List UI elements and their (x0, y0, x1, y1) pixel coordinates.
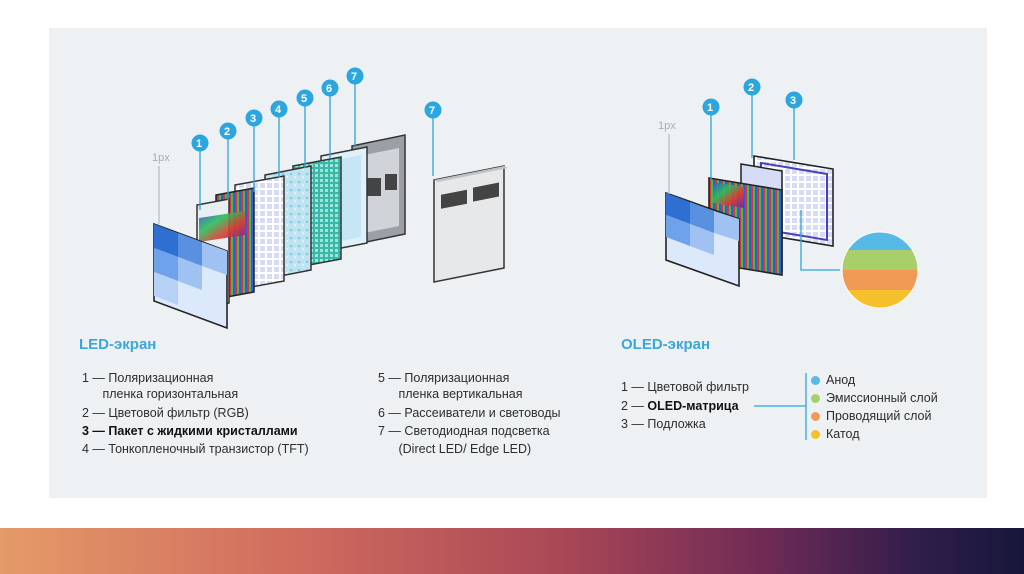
led-item-text: пленка вертикальная (398, 387, 523, 401)
diagram-card: LED-экран 1px 1 2 3 4 5 6 7 7 1 — Поляри… (49, 28, 987, 498)
led-number-4: 4 (275, 104, 282, 116)
legend-bracket (754, 373, 807, 440)
led-item-7-cont: (Direct LED/ Edge LED) (378, 441, 531, 457)
oled-item-2: 2 — OLED-матрица (621, 398, 739, 414)
led-item-text: Тонкопленочный транзистор (TFT) (108, 442, 309, 456)
led-item-text: Поляризационная (108, 371, 214, 385)
oled-item-num: 2 — (621, 399, 644, 413)
led-item-2: 2 — Цветовой фильтр (RGB) (82, 405, 249, 421)
led-item-7: 7 — Светодиодная подсветка (378, 423, 550, 439)
led-item-text: Светодиодная подсветка (404, 424, 550, 438)
legend-label-anode: Анод (826, 373, 856, 387)
oled-item-3: 3 — Подложка (621, 416, 706, 432)
led-item-num: 6 — (378, 406, 401, 420)
oled-item-text: OLED-матрица (647, 399, 739, 413)
led-item-num: 4 — (82, 442, 105, 456)
led-item-5: 5 — Поляризационная (378, 370, 509, 386)
led-item-1: 1 — Поляризационная (82, 370, 213, 386)
led-item-text: Пакет с жидкими кристаллами (108, 424, 298, 438)
led-number-2: 2 (224, 126, 231, 138)
led-number-3: 3 (250, 113, 257, 125)
bottom-gradient-bar (0, 528, 1024, 574)
oled-number-3: 3 (790, 95, 797, 107)
oled-item-1: 1 — Цветовой фильтр (621, 379, 749, 395)
led-number-7b: 7 (429, 105, 436, 117)
led-item-num: 2 — (82, 406, 105, 420)
led-callout-dots (191, 67, 442, 152)
oled-number-1: 1 (707, 102, 714, 114)
led-number-1: 1 (196, 138, 203, 150)
led-item-num: 7 — (378, 424, 401, 438)
oled-item-text: Подложка (647, 417, 706, 431)
led-item-5-cont: пленка вертикальная (378, 386, 523, 402)
led-item-text: Рассеиватели и световоды (404, 406, 561, 420)
led-item-3: 3 — Пакет с жидкими кристаллами (82, 423, 298, 439)
led-item-1-cont: пленка горизонтальная (82, 386, 238, 402)
led-front-pixel-screen (153, 222, 228, 330)
oled-number-2: 2 (748, 82, 755, 94)
led-layer-led-panel (351, 134, 406, 246)
oled-item-num: 3 — (621, 417, 644, 431)
led-item-4: 4 — Тонкопленочный транзистор (TFT) (82, 441, 309, 457)
oled-callouts (668, 94, 840, 271)
oled-front-pixel-screen (665, 191, 740, 288)
led-item-text: (Direct LED/ Edge LED) (398, 442, 532, 456)
legend-label-emissive: Эмиссионный слой (826, 391, 938, 405)
led-callouts (158, 83, 434, 224)
oled-item-num: 1 — (621, 380, 644, 394)
led-number-6: 6 (326, 83, 333, 95)
led-heading: LED-экран (79, 336, 157, 353)
led-layer-backlight-box (433, 165, 508, 283)
oled-heading: OLED-экран (621, 336, 711, 353)
led-px-label: 1px (152, 152, 170, 164)
led-item-text: Поляризационная (404, 371, 510, 385)
legend-dot-emissive (811, 394, 820, 403)
led-item-text: пленка горизонтальная (102, 387, 239, 401)
led-item-text: Цветовой фильтр (RGB) (108, 406, 249, 420)
legend-label-conductive: Проводящий слой (826, 409, 932, 423)
led-item-num: 5 — (378, 371, 401, 385)
led-item-num: 1 — (82, 371, 105, 385)
legend-dot-anode (811, 376, 820, 385)
oled-layer-zoom-circle (841, 231, 919, 309)
legend-dot-conductive (811, 412, 820, 421)
oled-callout-dots (702, 78, 803, 116)
legend-label-cathode: Катод (826, 427, 860, 441)
oled-px-label: 1px (658, 120, 676, 132)
led-number-5: 5 (301, 93, 308, 105)
display-layers-diagram (153, 67, 919, 440)
legend-dot-cathode (811, 430, 820, 439)
led-item-num: 3 — (82, 424, 105, 438)
led-number-7: 7 (351, 71, 358, 83)
oled-item-text: Цветовой фильтр (647, 380, 749, 394)
led-item-6: 6 — Рассеиватели и световоды (378, 405, 561, 421)
